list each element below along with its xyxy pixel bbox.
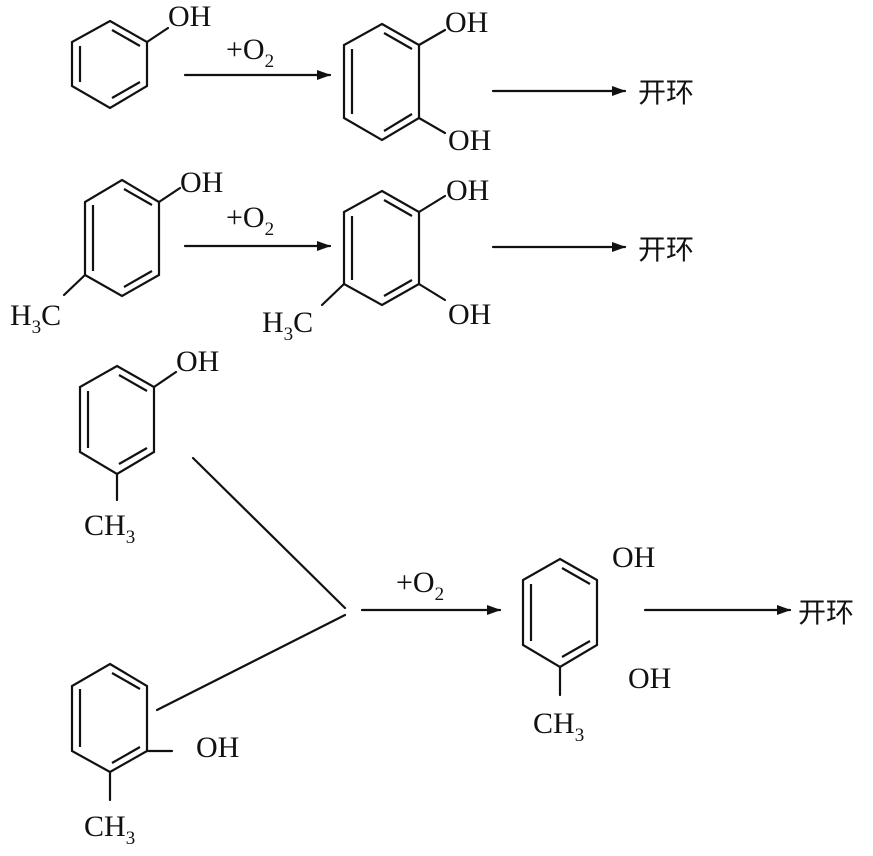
hydroxyl-label: OH xyxy=(448,124,491,157)
ring-opening-arrow-3: 开环 xyxy=(643,596,854,629)
hydroxyl-label: OH xyxy=(628,662,671,695)
methyl-label: H3C xyxy=(10,299,61,338)
hydroxyl-label: OH xyxy=(445,6,488,39)
ring-opening-label: 开环 xyxy=(798,596,854,629)
o-cresol-molecule: OH CH3 xyxy=(70,662,239,849)
m-cresol-molecule: OH CH3 xyxy=(78,345,219,548)
hydroxyl-label: OH xyxy=(612,541,655,574)
hydroxyl-label: OH xyxy=(168,0,211,33)
reagent-label: +O2 xyxy=(396,566,444,605)
reaction-arrow-3: +O2 xyxy=(360,566,502,615)
methyl-label: CH3 xyxy=(84,810,135,849)
methyl-label: H3C xyxy=(262,306,313,345)
converging-lines xyxy=(155,456,347,712)
reagent-label: +O2 xyxy=(226,33,274,72)
hydroxyl-label: OH xyxy=(446,174,489,207)
reaction-arrow-2: +O2 xyxy=(183,201,332,251)
phenol-molecule: OH xyxy=(70,0,211,110)
catechol-molecule: OH OH xyxy=(342,6,491,157)
hydroxyl-label: OH xyxy=(180,166,223,199)
reaction-arrow-1: +O2 xyxy=(183,33,332,80)
reagent-label: +O2 xyxy=(226,201,274,240)
hydroxyl-label: OH xyxy=(196,731,239,764)
p-cresol-molecule: OH H3C xyxy=(10,166,223,338)
ring-opening-label: 开环 xyxy=(638,76,694,109)
ring-opening-label: 开环 xyxy=(638,233,694,266)
hydroxyl-label: OH xyxy=(448,298,491,331)
methyl-label: CH3 xyxy=(84,509,135,548)
hydroxyl-label: OH xyxy=(176,345,219,378)
3-methylcatechol-molecule: OH OH CH3 xyxy=(521,541,671,746)
4-methylcatechol-molecule: OH OH H3C xyxy=(262,174,491,345)
ring-opening-arrow-2: 开环 xyxy=(491,233,694,266)
ring-opening-arrow-1: 开环 xyxy=(491,76,694,109)
methyl-label: CH3 xyxy=(533,707,584,746)
